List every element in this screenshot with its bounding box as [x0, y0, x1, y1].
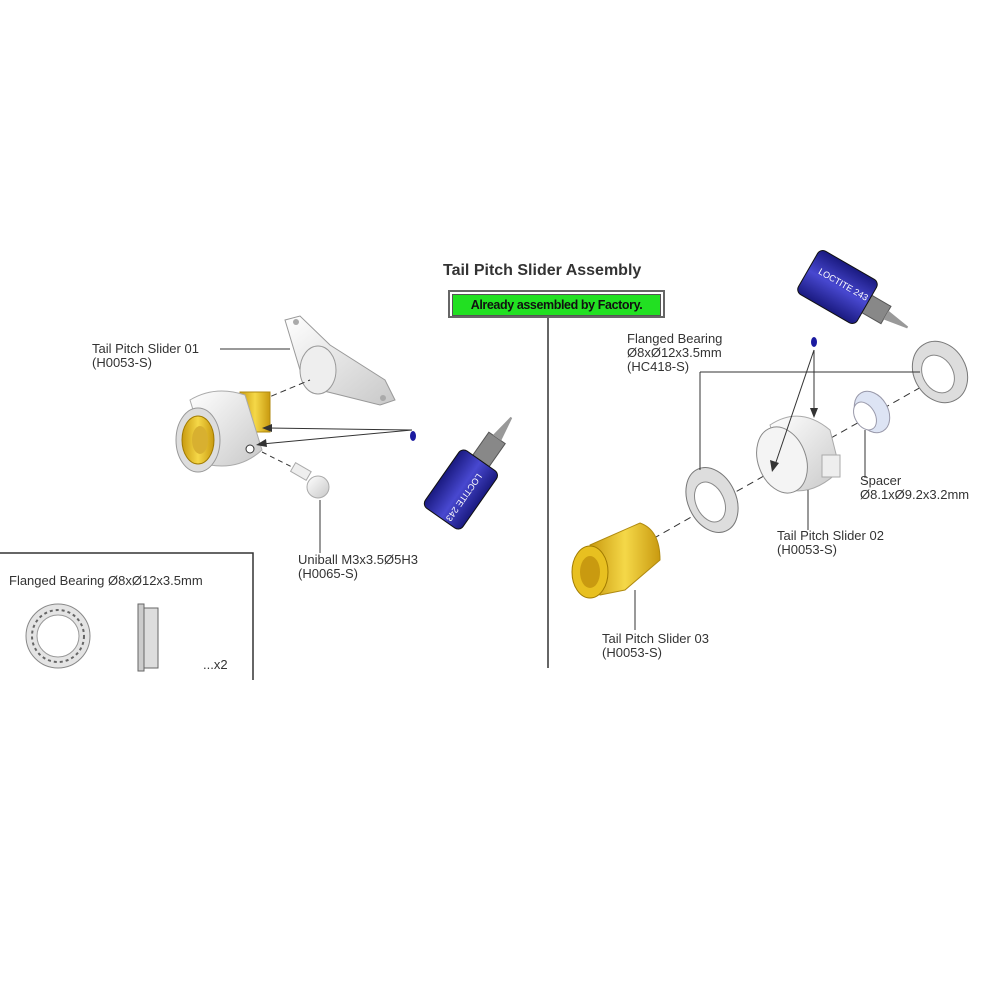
- slider03-name: Tail Pitch Slider 03: [602, 631, 709, 646]
- flanged-bearing-front-view: [25, 603, 91, 669]
- tail-pitch-slider-03-part: [571, 522, 661, 599]
- loctite-bottle-right: LOCTITE 243: [797, 250, 909, 329]
- inset-border: [0, 552, 254, 680]
- tail-pitch-slider-02-part: [756, 415, 841, 494]
- loctite-bottle-left: LOCTITE 243: [423, 416, 513, 530]
- slider03-label: Tail Pitch Slider 03 (H0053-S): [602, 632, 709, 660]
- uniball-part: [261, 451, 330, 499]
- slider01-code: (H0053-S): [92, 355, 152, 370]
- slider03-code: (H0053-S): [602, 645, 662, 660]
- spacer-label: Spacer Ø8.1xØ9.2x3.2mm: [860, 474, 969, 502]
- factory-assembled-text: Already assembled by Factory.: [452, 294, 661, 316]
- slider02-label: Tail Pitch Slider 02 (H0053-S): [777, 529, 884, 557]
- spacer-part: [853, 390, 891, 434]
- slider01-label: Tail Pitch Slider 01 (H0053-S): [92, 342, 199, 370]
- flanged-bearing-right-1: [911, 340, 969, 404]
- page-title: Tail Pitch Slider Assembly: [443, 262, 642, 279]
- spacer-size: Ø8.1xØ9.2x3.2mm: [860, 487, 970, 502]
- flanged-bearing-right-2: [685, 467, 739, 533]
- inset-qty: ...x2: [203, 657, 228, 672]
- spacer-name: Spacer: [860, 473, 902, 488]
- bearing-name: Flanged Bearing: [627, 331, 723, 346]
- tail-pitch-slider-01-body: [175, 390, 271, 473]
- flanged-bearing-side-view: [137, 603, 159, 672]
- uniball-name: Uniball M3x3.5Ø5H3: [298, 552, 418, 567]
- slider02-code: (H0053-S): [777, 542, 837, 557]
- bearing-size: Ø8xØ12x3.5mm: [627, 345, 722, 360]
- factory-assembled-badge: Already assembled by Factory.: [448, 290, 665, 318]
- uniball-code: (H0065-S): [298, 566, 358, 581]
- slider01-name: Tail Pitch Slider 01: [92, 341, 199, 356]
- uniball-label: Uniball M3x3.5Ø5H3 (H0065-S): [298, 553, 418, 581]
- inset-title: Flanged Bearing Ø8xØ12x3.5mm: [9, 573, 203, 588]
- slider02-name: Tail Pitch Slider 02: [777, 528, 884, 543]
- tail-pitch-slider-01-arm: [284, 315, 396, 406]
- flanged-bearing-label: Flanged Bearing Ø8xØ12x3.5mm (HC418-S): [627, 332, 722, 374]
- bearing-code: (HC418-S): [627, 359, 690, 374]
